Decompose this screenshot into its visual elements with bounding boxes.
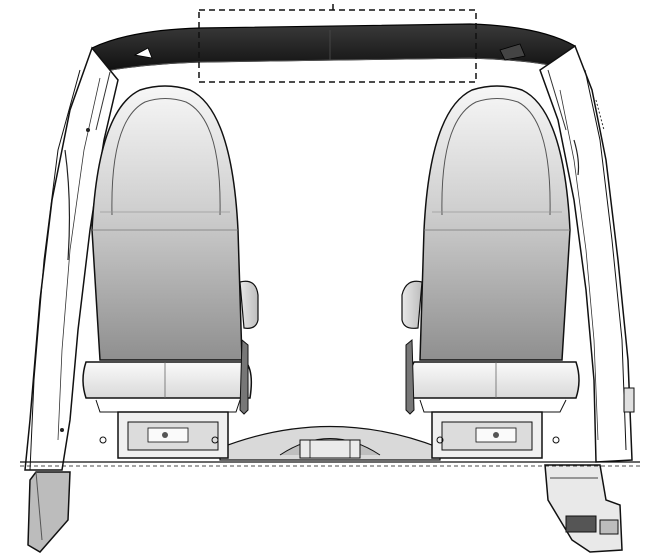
roof-header bbox=[91, 23, 576, 73]
right-seat-armrest bbox=[401, 280, 423, 329]
left-seat bbox=[82, 85, 259, 459]
left-seat-armrest bbox=[239, 280, 259, 329]
left-seat-backrest bbox=[91, 85, 243, 361]
right-lower-bracket bbox=[544, 464, 623, 553]
highlight-box bbox=[198, 9, 477, 83]
left-seat-cushion bbox=[82, 361, 253, 399]
right-seat-cushion bbox=[409, 361, 580, 399]
floor-panel bbox=[20, 425, 640, 467]
left-step-panel bbox=[27, 471, 71, 553]
right-seat-recline-lever bbox=[405, 338, 415, 415]
left-b-pillar bbox=[24, 46, 119, 471]
right-seat bbox=[401, 85, 580, 459]
door-latch-icon bbox=[623, 387, 635, 413]
roof-light-icon bbox=[133, 47, 153, 59]
seat-belts bbox=[95, 69, 567, 131]
left-seat-recline-lever bbox=[239, 338, 249, 415]
right-seat-backrest bbox=[419, 85, 571, 361]
